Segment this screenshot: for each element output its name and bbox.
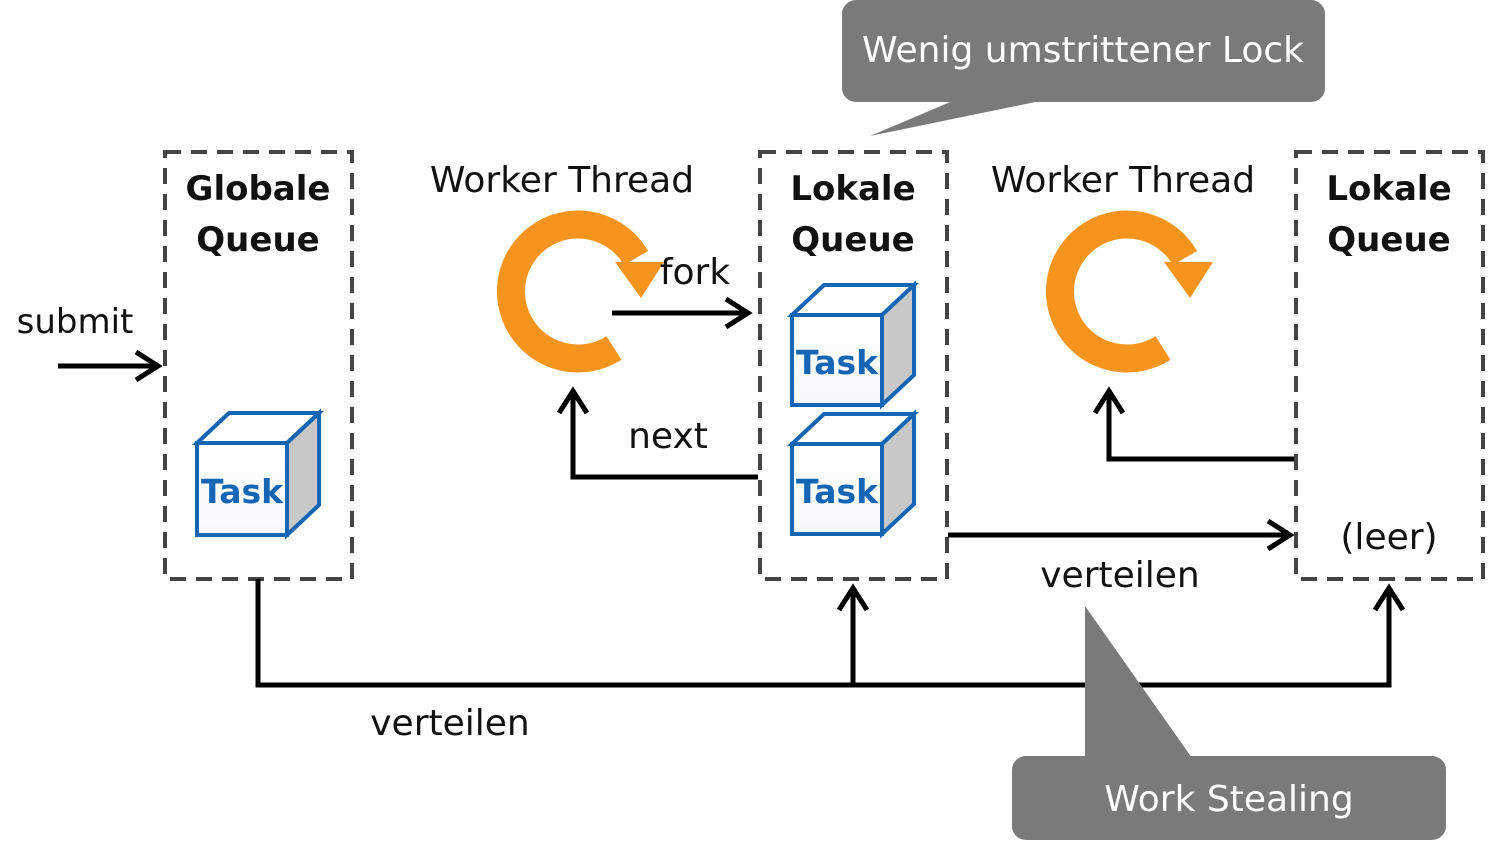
global-queue-title-2: Queue bbox=[196, 220, 319, 260]
local-queue-1-title-2: Queue bbox=[791, 220, 914, 260]
fork-arrowhead bbox=[724, 296, 753, 330]
local-queue-2-title-2: Queue bbox=[1327, 220, 1450, 260]
steal-return-line bbox=[1106, 393, 1295, 462]
local-queue-2-box bbox=[1294, 150, 1485, 581]
fork-label: fork bbox=[660, 252, 731, 293]
distribute-bus-line bbox=[255, 579, 1392, 688]
local-task-1-label: Task bbox=[796, 343, 879, 382]
worker-1-cycle-icon bbox=[496, 210, 664, 373]
steal-return-arrowhead bbox=[1092, 386, 1126, 415]
global-queue-title-1: Globale bbox=[186, 169, 331, 209]
worker-2-cycle-icon bbox=[1045, 210, 1213, 373]
worker-2-label: Worker Thread bbox=[991, 160, 1255, 201]
submit-label: submit bbox=[17, 302, 134, 342]
distribute-right-arrowhead bbox=[1266, 518, 1295, 552]
work-stealing-callout-text: Work Stealing bbox=[1104, 779, 1353, 820]
local-queue-1-title-1: Lokale bbox=[790, 169, 915, 209]
local-queue-2-title-1: Lokale bbox=[1326, 169, 1451, 209]
local-queue-2-empty-label: (leer) bbox=[1340, 517, 1437, 558]
local-task-cube-2: Task bbox=[786, 409, 920, 539]
distribute-bus-arrowhead-right bbox=[1372, 583, 1406, 612]
next-arrowhead bbox=[556, 386, 590, 415]
next-label: next bbox=[628, 416, 708, 457]
local-task-cube-1: Task bbox=[786, 280, 920, 410]
work-stealing-callout: Work Stealing bbox=[1012, 606, 1446, 840]
global-task-label: Task bbox=[201, 472, 284, 511]
lock-callout: Wenig umstrittener Lock bbox=[842, 0, 1325, 136]
worker-1-label: Worker Thread bbox=[430, 160, 694, 201]
local-queue-1-box bbox=[758, 150, 949, 581]
global-task-cube: Task bbox=[191, 408, 325, 540]
local-task-2-label: Task bbox=[796, 472, 879, 511]
lock-callout-text: Wenig umstrittener Lock bbox=[862, 30, 1304, 71]
next-arrow-line bbox=[570, 393, 758, 480]
distribute-bottom-label: verteilen bbox=[370, 703, 530, 744]
submit-arrowhead bbox=[134, 349, 163, 383]
distribute-right-label: verteilen bbox=[1040, 555, 1200, 596]
distribute-bus-arrowhead-middle bbox=[836, 583, 870, 612]
